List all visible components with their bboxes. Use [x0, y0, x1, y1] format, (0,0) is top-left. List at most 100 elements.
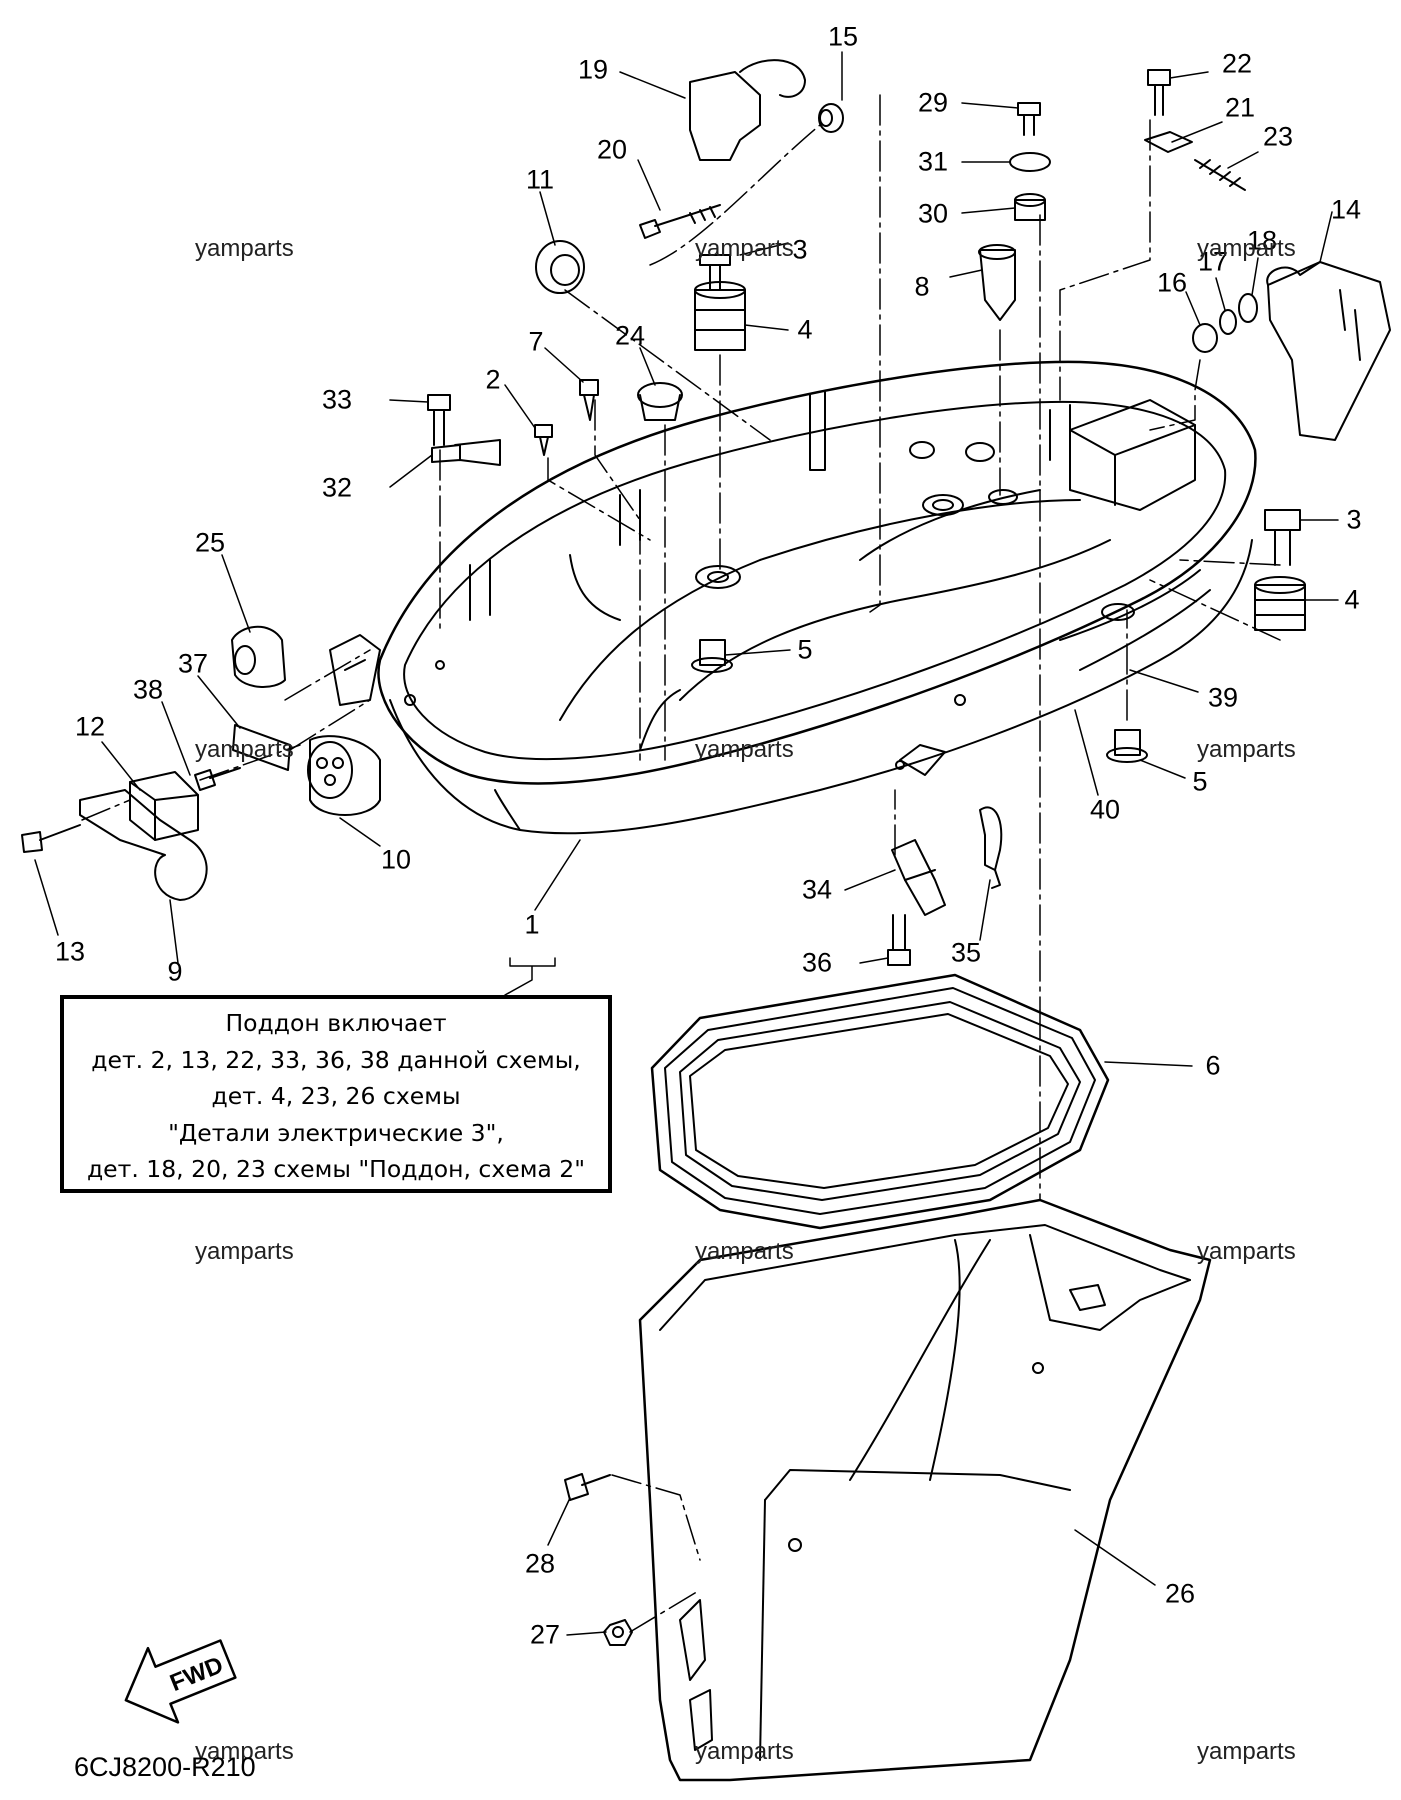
callout-11: 11	[525, 164, 555, 195]
part-34-clamp	[891, 839, 946, 916]
callout-20: 20	[596, 134, 628, 165]
note-line: дет. 18, 20, 23 схемы "Поддон, схема 2"	[86, 1155, 586, 1184]
watermark: yamparts	[1197, 235, 1296, 262]
watermark: yamparts	[1197, 1238, 1296, 1265]
part-7-screw	[579, 379, 599, 421]
callout-7: 7	[528, 326, 544, 357]
callout-36: 36	[801, 947, 833, 978]
watermark: yamparts	[195, 736, 294, 763]
watermark: yamparts	[695, 1738, 794, 1765]
callout-33: 33	[321, 384, 353, 415]
part-9-bracket	[79, 789, 208, 901]
part-10-grommet	[309, 735, 381, 816]
callout-14: 14	[1330, 194, 1362, 225]
callout-29: 29	[917, 87, 949, 118]
part-5-collar-right	[1114, 729, 1141, 756]
callout-22: 22	[1221, 48, 1253, 79]
part-18-washer	[1238, 293, 1258, 323]
callout-1: 1	[524, 909, 540, 940]
part-12-block	[129, 771, 199, 841]
watermark: yamparts	[1197, 736, 1296, 763]
center-lines	[81, 94, 1281, 1633]
part-3-screw-right	[1264, 509, 1301, 566]
callout-23: 23	[1262, 121, 1294, 152]
note-line: дет. 2, 13, 22, 33, 36, 38 данной схемы,	[91, 1045, 581, 1074]
callout-27: 27	[529, 1619, 561, 1650]
part-31-washer	[1009, 152, 1051, 172]
part-37-plate	[232, 724, 291, 771]
callout-37: 37	[177, 648, 209, 679]
part-23-spring	[1194, 159, 1246, 191]
callout-26: 26	[1164, 1578, 1196, 1609]
callout-34: 34	[801, 874, 833, 905]
callout-10: 10	[380, 844, 412, 875]
part-16-collar	[1192, 323, 1218, 353]
part-36-screw	[887, 914, 911, 966]
callout-4: 4	[797, 314, 813, 345]
part-14-lever	[1267, 261, 1391, 441]
callout-18: 18	[1246, 225, 1278, 256]
part-35-tie	[979, 806, 1003, 871]
callout-25: 25	[194, 527, 226, 558]
watermark: yamparts	[195, 1738, 294, 1765]
part-21-plate	[1144, 131, 1193, 153]
fwd-arrow: FWD	[124, 1639, 237, 1724]
watermark: yamparts	[695, 736, 794, 763]
part-3-screw	[699, 254, 731, 291]
callout-3: 3	[792, 234, 808, 265]
callout-5: 5	[797, 634, 813, 665]
note-line: "Детали электрические 3",	[168, 1118, 504, 1147]
part-30-grommet	[1014, 199, 1046, 221]
callout-21: 21	[1224, 92, 1256, 123]
callout-15: 15	[827, 21, 859, 52]
callout-38: 38	[132, 674, 164, 705]
diagram-code: 6CJ8200-R210	[74, 1752, 256, 1782]
part-19-bracket	[689, 71, 761, 161]
part-8-sleeve	[979, 249, 1016, 321]
apron	[638, 1198, 1212, 1782]
callout-3: 3	[1346, 504, 1362, 535]
part-24-grommet	[637, 382, 683, 408]
gasket	[650, 973, 1110, 1230]
part-11-grommet	[535, 240, 585, 294]
part-38-screw	[194, 767, 241, 791]
callout-12: 12	[74, 711, 106, 742]
callout-30: 30	[917, 198, 949, 229]
part-28-bolt	[564, 1473, 611, 1501]
watermark: yamparts	[195, 235, 294, 262]
callout-31: 31	[917, 146, 949, 177]
part-32-clip	[431, 439, 501, 466]
callout-39: 39	[1207, 682, 1239, 713]
part-33-bolt	[427, 394, 451, 446]
callout-28: 28	[524, 1548, 556, 1579]
callout-2: 2	[485, 364, 501, 395]
callout-6: 6	[1205, 1050, 1221, 1081]
bottom-cowling-tray	[329, 360, 1257, 835]
part-25-grommet	[231, 625, 286, 688]
callout-32: 32	[321, 472, 353, 503]
callout-16: 16	[1156, 267, 1188, 298]
note-line: дет. 4, 23, 26 схемы	[211, 1082, 461, 1111]
watermark: yamparts	[695, 1238, 794, 1265]
callout-40: 40	[1089, 794, 1121, 825]
callout-5: 5	[1192, 766, 1208, 797]
callout-4: 4	[1344, 584, 1360, 615]
part-29-bolt	[1017, 102, 1041, 136]
part-13-bolt	[21, 824, 81, 853]
parts	[21, 59, 1391, 1646]
callout-24: 24	[614, 320, 646, 351]
callout-8: 8	[914, 271, 930, 302]
callout-17: 17	[1197, 246, 1229, 277]
callout-35: 35	[950, 937, 982, 968]
part-27-nut	[603, 1619, 633, 1646]
watermark: yamparts	[1197, 1738, 1296, 1765]
watermark: yamparts	[695, 235, 794, 262]
part-20-bolt	[639, 204, 721, 239]
part-17-washer	[1219, 309, 1237, 335]
callout-9: 9	[167, 956, 183, 987]
part-22-bolt	[1147, 69, 1171, 116]
watermark: yamparts	[195, 1238, 294, 1265]
part-5-collar	[699, 639, 726, 666]
part-2-screw	[534, 424, 553, 456]
